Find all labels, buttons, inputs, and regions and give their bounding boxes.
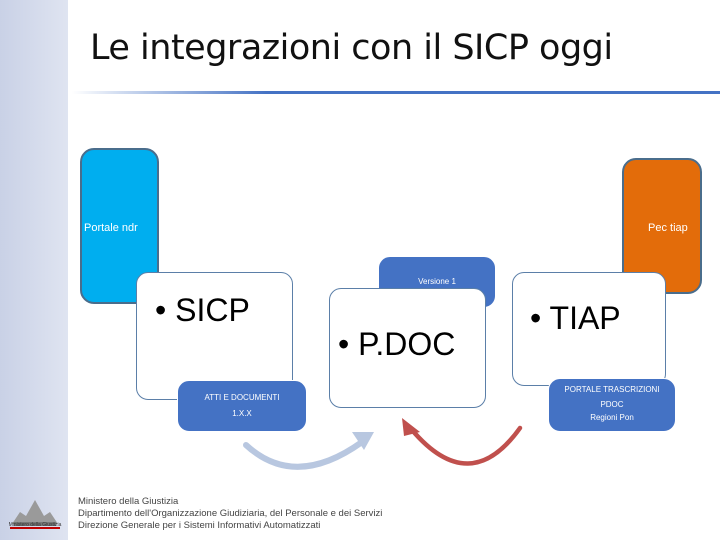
- blue-curved-arrow: [243, 439, 365, 470]
- tiap-subcard-line2: PDOC: [600, 400, 624, 409]
- pec-tiap-label: Pec tiap: [648, 222, 688, 234]
- portale-ndr-label: Portale ndr: [84, 222, 138, 234]
- sicp-subcard-line1: ATTI E DOCUMENTI: [204, 393, 280, 402]
- sicp-bullet: • SICP: [155, 292, 250, 328]
- tiap-subcard-line1: PORTALE TRASCRIZIONI: [564, 385, 660, 394]
- logo-caption: Ministero della Giustizia: [8, 522, 62, 528]
- footer-line2: Dipartimento dell'Organizzazione Giudizi…: [78, 508, 383, 519]
- red-curved-arrow: [409, 425, 523, 466]
- pdoc-card: [329, 288, 486, 408]
- title-rule: [72, 91, 720, 94]
- footer-line3: Direzione Generale per i Sistemi Informa…: [78, 520, 321, 531]
- slide-title: Le integrazioni con il SICP oggi: [90, 28, 613, 68]
- tiap-subcard-line3: Regioni Pon: [590, 413, 634, 422]
- blue-arrow-head: [352, 432, 374, 450]
- footer-line1: Ministero della Giustizia: [78, 496, 179, 507]
- tiap-bullet: • TIAP: [530, 300, 621, 336]
- pec-tiap-box: [622, 158, 702, 294]
- tiap-subcard: PORTALE TRASCRIZIONI PDOC Regioni Pon: [548, 378, 676, 432]
- sicp-subcard: ATTI E DOCUMENTI 1.X.X: [177, 380, 307, 432]
- sicp-card: [136, 272, 293, 400]
- pdoc-bullet: • P.DOC: [338, 326, 456, 362]
- left-sidebar: [0, 0, 68, 540]
- sicp-subcard-line2: 1.X.X: [232, 409, 252, 418]
- footer-text: Ministero della Giustizia Dipartimento d…: [78, 496, 382, 532]
- pdoc-subcard-label: Versione 1: [418, 277, 456, 286]
- ministry-logo: [10, 500, 60, 529]
- tiap-card: [512, 272, 666, 386]
- red-arrow-head: [402, 418, 420, 436]
